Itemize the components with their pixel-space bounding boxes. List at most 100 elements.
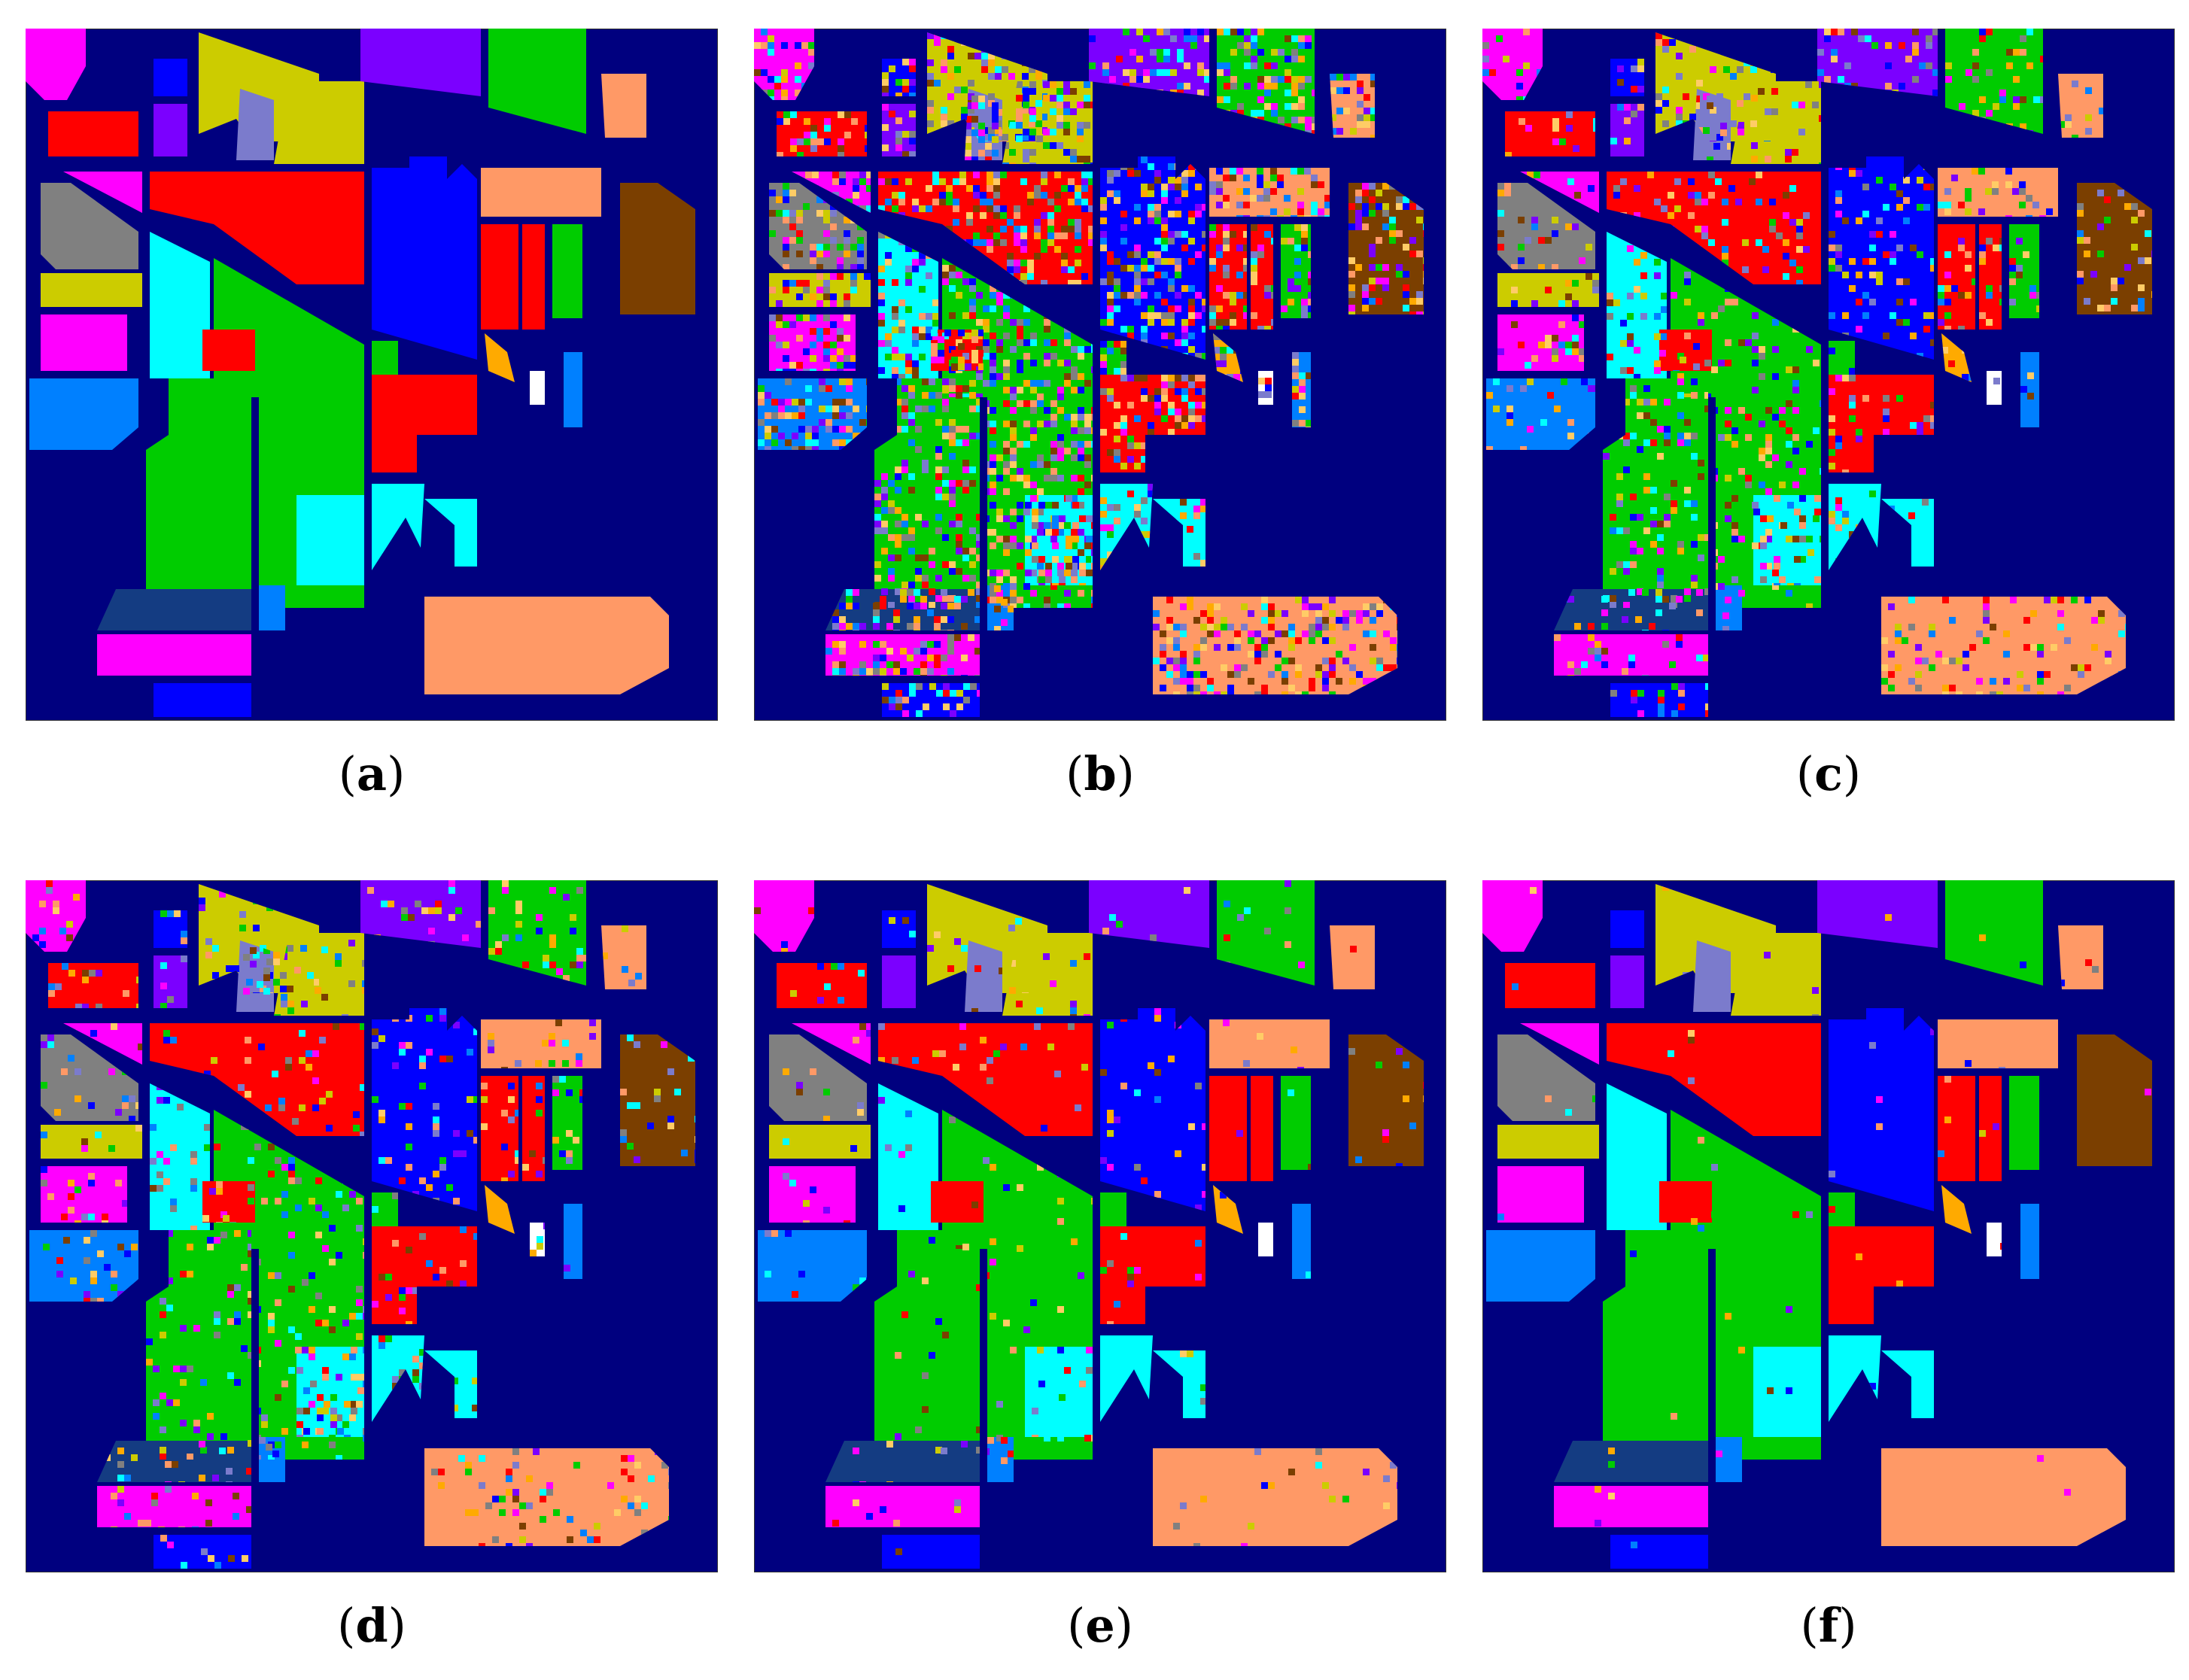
misclassified-pixel — [1057, 563, 1064, 570]
misclassified-pixel — [1045, 563, 1052, 570]
misclassified-pixel — [216, 1222, 223, 1223]
misclassified-pixel — [838, 145, 844, 152]
misclassified-pixel — [1295, 597, 1302, 603]
misclassified-pixel — [1202, 299, 1205, 305]
misclassified-pixel — [1986, 319, 1993, 326]
misclassified-pixel — [1588, 185, 1595, 192]
misclassified-pixel — [885, 178, 892, 185]
misclassified-pixel — [1869, 531, 1876, 538]
misclassified-pixel — [882, 86, 889, 93]
misclassified-pixel — [830, 362, 837, 369]
misclassified-pixel — [1175, 258, 1181, 265]
misclassified-pixel — [1650, 541, 1657, 548]
misclassified-pixel — [115, 1109, 122, 1116]
misclassified-pixel — [1829, 415, 1835, 422]
misclassified-pixel — [1271, 83, 1278, 90]
misclassified-pixel — [938, 350, 944, 357]
misclassified-pixel — [1661, 205, 1668, 212]
misclassified-pixel — [874, 480, 881, 487]
misclassified-pixel — [2071, 597, 2078, 603]
misclassified-pixel — [865, 132, 867, 138]
misclassified-pixel — [287, 1001, 294, 1007]
misclassified-pixel — [874, 514, 881, 521]
misclassified-pixel — [1078, 448, 1084, 454]
misclassified-pixel — [1357, 81, 1364, 87]
misclassified-pixel — [2084, 298, 2090, 305]
misclassified-pixel — [1278, 49, 1285, 56]
misclassified-pixel — [789, 280, 796, 287]
misclassified-pixel — [962, 554, 969, 561]
misclassified-pixel — [1742, 239, 1749, 246]
misclassified-pixel — [1154, 388, 1161, 395]
misclassified-pixel — [1322, 637, 1329, 644]
misclassified-pixel — [502, 934, 509, 941]
misclassified-pixel — [1362, 291, 1369, 298]
misclassified-pixel — [1157, 49, 1163, 56]
misclassified-pixel — [1531, 355, 1538, 362]
misclassified-pixel — [1689, 114, 1696, 120]
misclassified-pixel — [549, 962, 556, 968]
misclassified-pixel — [996, 536, 1003, 542]
misclassified-pixel — [1034, 226, 1041, 232]
misclassified-pixel — [1396, 223, 1403, 230]
misclassified-pixel — [902, 59, 909, 65]
misclassified-pixel — [1370, 114, 1375, 121]
misclassified-pixel — [1173, 691, 1180, 694]
misclassified-pixel — [789, 257, 796, 264]
misclassified-pixel — [322, 1367, 329, 1374]
misclassified-pixel — [1382, 183, 1389, 190]
misclassified-pixel — [909, 690, 916, 697]
misclassified-pixel — [898, 374, 905, 378]
misclassified-pixel — [1148, 285, 1154, 292]
misclassified-pixel — [1903, 217, 1910, 224]
misclassified-pixel — [1148, 319, 1154, 326]
misclassified-pixel — [1061, 266, 1068, 273]
misclassified-pixel — [2037, 644, 2044, 651]
misclassified-pixel — [969, 312, 976, 319]
misclassified-pixel — [1003, 373, 1010, 380]
misclassified-pixel — [342, 1245, 349, 1252]
misclassified-pixel — [1181, 319, 1188, 326]
misclassified-pixel — [949, 500, 956, 507]
misclassified-pixel — [1677, 541, 1684, 548]
misclassified-pixel — [1631, 697, 1637, 703]
misclassified-pixel — [1270, 168, 1277, 175]
misclassified-pixel — [947, 668, 954, 675]
misclassified-pixel — [214, 1311, 220, 1318]
misclassified-pixel — [1581, 661, 1588, 668]
misclassified-pixel — [823, 355, 830, 362]
misclassified-pixel — [388, 901, 394, 907]
misclassified-pixel — [1315, 671, 1322, 678]
misclassified-pixel — [1842, 211, 1849, 217]
misclassified-pixel — [909, 683, 916, 690]
misclassified-pixel — [1045, 529, 1052, 536]
misclassified-pixel — [223, 1215, 230, 1222]
misclassified-pixel — [2020, 96, 2026, 103]
misclassified-pixel — [881, 507, 888, 514]
misclassified-pixel — [205, 952, 212, 958]
misclassified-pixel — [1983, 637, 1990, 644]
misclassified-pixel — [949, 272, 956, 278]
misclassified-pixel — [1084, 373, 1091, 380]
misclassified-pixel — [1299, 393, 1306, 399]
misclassified-pixel — [927, 107, 934, 114]
misclassified-pixel — [1631, 86, 1637, 93]
misclassified-pixel — [1180, 651, 1187, 658]
misclassified-pixel — [810, 300, 816, 307]
misclassified-pixel — [1224, 83, 1230, 90]
misclassified-pixel — [1236, 245, 1243, 251]
misclassified-pixel — [1738, 122, 1744, 129]
misclassified-pixel — [1180, 664, 1187, 671]
misclassified-pixel — [796, 280, 803, 287]
misclassified-pixel — [765, 446, 771, 450]
misclassified-pixel — [958, 357, 965, 363]
misclassified-pixel — [1342, 610, 1349, 617]
misclassified-pixel — [1759, 454, 1765, 461]
misclassified-pixel — [942, 480, 949, 487]
misclassified-pixel — [803, 348, 810, 355]
misclassified-pixel — [167, 910, 174, 917]
misclassified-pixel — [2037, 671, 2044, 678]
misclassified-pixel — [1999, 285, 2002, 292]
misclassified-pixel — [1695, 192, 1701, 199]
misclassified-pixel — [1558, 223, 1565, 230]
